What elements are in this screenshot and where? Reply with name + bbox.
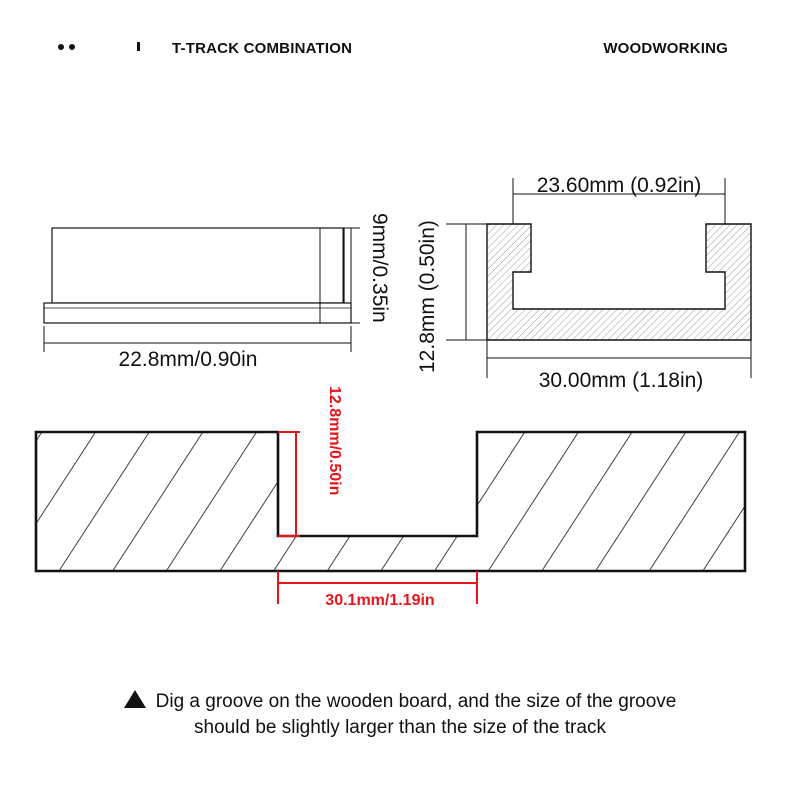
bolt-side-view: 22.8mm/0.90in 9mm/0.35in xyxy=(43,213,391,371)
wooden-board-groove: 12.8mm/0.50in 30.1mm/1.19in xyxy=(34,386,747,609)
track-outer-width-label: 30.00mm (1.18in) xyxy=(539,369,704,392)
dot-right xyxy=(69,44,75,50)
bolt-height-label: 9mm/0.35in xyxy=(368,213,391,323)
track-height-label: 12.8mm (0.50in) xyxy=(416,220,439,373)
caption-text-2: should be slightly larger than the size … xyxy=(194,717,606,738)
bolt-head xyxy=(43,302,352,324)
triangle-icon xyxy=(123,690,146,708)
bolt-width-label: 22.8mm/0.90in xyxy=(119,348,258,371)
vertical-bar-icon xyxy=(137,42,140,51)
track-inner-width-label: 23.60mm (0.92in) xyxy=(537,174,702,197)
caption-line-1: Dig a groove on the wooden board, and th… xyxy=(0,689,800,715)
track-cross-section: 23.60mm (0.92in) 30.00mm (1.18in) 12.8mm… xyxy=(416,174,752,392)
caption-text-1: Dig a groove on the wooden board, and th… xyxy=(155,691,677,712)
groove-depth-label: 12.8mm/0.50in xyxy=(326,386,343,495)
caption-line-2: should be slightly larger than the size … xyxy=(0,715,800,741)
bolt-body xyxy=(51,227,345,304)
header-title: T-TRACK COMBINATION xyxy=(172,40,353,57)
board-profile xyxy=(34,430,747,573)
dot-left xyxy=(58,44,64,50)
groove-width-label: 30.1mm/1.19in xyxy=(325,592,434,609)
header-category: WOODWORKING xyxy=(603,40,728,57)
track-profile xyxy=(486,223,752,341)
